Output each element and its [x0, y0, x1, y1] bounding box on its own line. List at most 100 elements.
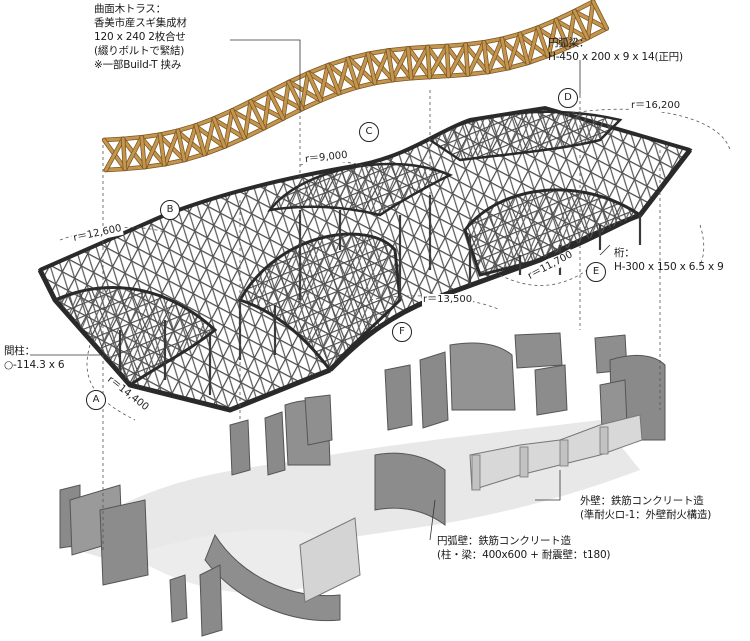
- truss-member: [527, 54, 550, 65]
- truss-member: [249, 99, 266, 130]
- truss-member: [406, 46, 413, 80]
- truss-member: [586, 26, 609, 40]
- rc-walls: [59, 332, 666, 637]
- truss-member: [463, 40, 486, 47]
- truss-member: [243, 126, 266, 140]
- arc-beam-line: H-450 x 200 x 9 x 14(正円): [548, 51, 683, 63]
- truss-member: [230, 99, 253, 113]
- truss-member: [445, 44, 451, 78]
- truss-member: [223, 136, 246, 148]
- truss-member: [547, 18, 558, 58]
- truss-member: [194, 123, 206, 156]
- truss-member: [176, 129, 186, 162]
- truss-member: [407, 45, 430, 50]
- truss-member: [336, 57, 350, 95]
- wall-center-e: [534, 364, 568, 416]
- marker-f: F: [392, 322, 412, 342]
- truss-line: 曲面木トラス：: [94, 3, 166, 15]
- truss-member: [281, 107, 304, 121]
- truss-member: [281, 80, 291, 121]
- arc-beam-label: 円弧梁：H-450 x 200 x 9 x 14(正円): [548, 36, 683, 64]
- outer-wall-facade-right: [469, 414, 643, 491]
- truss-member: [426, 45, 432, 79]
- truss-member: [366, 52, 377, 85]
- truss-member: [287, 71, 310, 84]
- truss-member: [572, 0, 595, 13]
- truss-line: 香美市産スギ集成材: [94, 17, 187, 29]
- truss-line: ※一部Build-T 挟み: [94, 59, 182, 71]
- truss-member: [336, 85, 359, 95]
- truss-member: [183, 152, 206, 162]
- arch-dome-center: [237, 232, 402, 373]
- outer-wall-line: 外壁：鉄筋コンクリート造: [580, 495, 704, 507]
- truss-member: [327, 57, 350, 67]
- wall-center-d: [514, 332, 563, 369]
- truss-member: [390, 46, 410, 82]
- girder-line: H-300 x 150 x 6.5 x 9: [614, 261, 724, 273]
- truss-member: [387, 46, 410, 52]
- truss-member: [487, 37, 504, 74]
- truss-member: [121, 135, 144, 141]
- truss-member: [193, 117, 216, 128]
- truss-member: [547, 46, 570, 58]
- marker-b: B: [160, 200, 180, 220]
- truss-member: [447, 43, 468, 78]
- truss-member: [390, 76, 413, 82]
- truss-member: [121, 137, 127, 171]
- truss-member: [553, 9, 577, 22]
- truss-member: [300, 98, 323, 111]
- truss-member: [573, 9, 589, 40]
- truss-member: [307, 63, 330, 75]
- truss-member: [467, 40, 486, 76]
- wall-center-b: [419, 351, 449, 429]
- arch-dome-left: [52, 286, 218, 387]
- truss-member: [586, 0, 595, 40]
- truss-member: [139, 133, 162, 139]
- truss-member: [318, 91, 341, 103]
- wall-cluster-left-c: [99, 499, 149, 586]
- arc-wall-label: 円弧壁：鉄筋コンクリート造(柱・梁：400x600 + 耐震壁：t180): [437, 534, 611, 562]
- truss-member: [535, 18, 558, 30]
- truss-member: [346, 57, 359, 89]
- truss-member: [536, 26, 550, 58]
- truss-member: [447, 72, 470, 78]
- outer-wall-label: 外壁：鉄筋コンクリート造 (準耐火ロ-1：外壁耐火構造): [580, 494, 711, 522]
- truss-member: [409, 45, 430, 80]
- truss-member: [591, 0, 609, 30]
- truss-member: [203, 145, 227, 156]
- marker-a: A: [86, 390, 106, 410]
- truss-member: [367, 48, 390, 56]
- girder-label: 桁： H-300 x 150 x 6.5 x 9: [614, 246, 724, 274]
- truss-member: [518, 32, 530, 65]
- column-label: 間柱：○-114.3 x 6: [4, 344, 65, 372]
- column-line: 間柱：: [4, 345, 35, 357]
- marker-d: D: [558, 88, 578, 108]
- truss-member: [163, 129, 180, 166]
- truss-member: [163, 158, 186, 166]
- truss-member: [268, 80, 291, 94]
- truss-member: [158, 133, 166, 166]
- truss-member: [140, 135, 146, 169]
- truss-member: [464, 43, 470, 76]
- truss-member: [482, 40, 490, 74]
- truss-member: [183, 123, 198, 162]
- truss-member: [212, 117, 227, 149]
- truss-member: [268, 90, 285, 120]
- truss-member: [372, 48, 390, 85]
- truss-member: [347, 52, 370, 60]
- girder-line: 桁：: [614, 247, 635, 259]
- truss-member: [517, 26, 540, 36]
- radius-f: r＝13,500: [422, 294, 474, 306]
- truss-member: [211, 108, 234, 121]
- truss-member: [123, 165, 146, 171]
- truss-member: [306, 71, 323, 102]
- truss-member: [445, 43, 468, 48]
- truss-member: [427, 74, 451, 79]
- truss-member: [354, 52, 370, 90]
- truss-member: [487, 66, 510, 74]
- truss-member: [500, 37, 510, 70]
- outer-wall-line: (準耐火ロ-1：外壁耐火構造): [580, 509, 712, 521]
- truss-member: [243, 99, 253, 140]
